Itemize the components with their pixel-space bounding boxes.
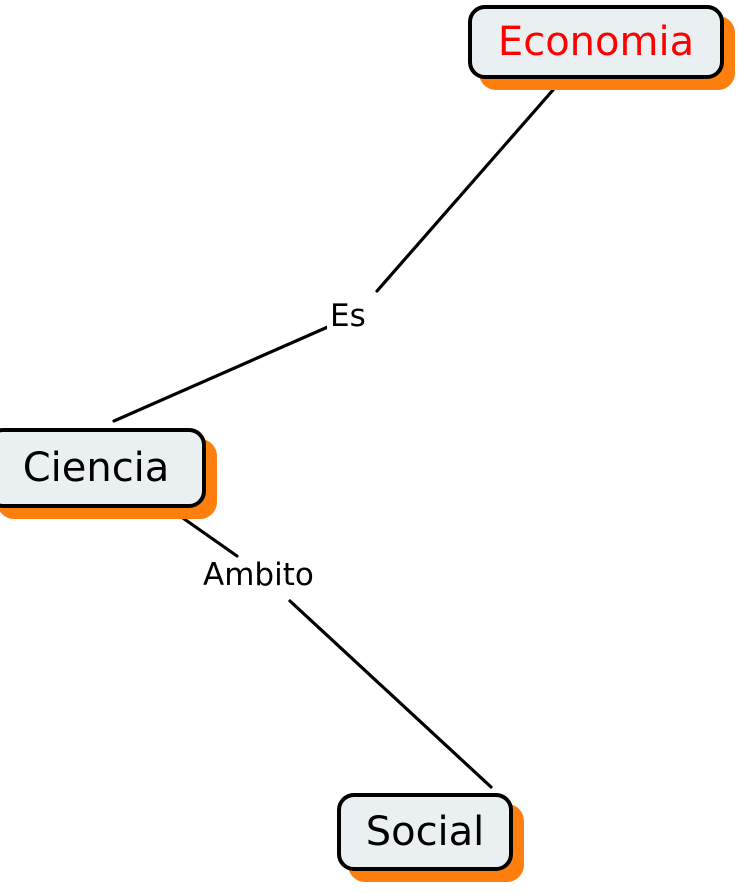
edge-es-ciencia — [112, 324, 332, 423]
edge-economia-es — [375, 88, 555, 293]
node-label-economia: Economia — [497, 19, 695, 65]
edge-ciencia-ambito — [178, 514, 239, 558]
node-economia[interactable]: Economia — [468, 5, 724, 79]
node-label-ciencia: Ciencia — [22, 445, 170, 491]
edge-label-es: Es — [327, 300, 369, 333]
node-label-social: Social — [365, 809, 485, 855]
edge-ambito-social — [288, 599, 493, 789]
edge-label-ambito: Ambito — [200, 559, 317, 592]
node-ciencia[interactable]: Ciencia — [0, 428, 206, 508]
node-social[interactable]: Social — [337, 793, 513, 871]
